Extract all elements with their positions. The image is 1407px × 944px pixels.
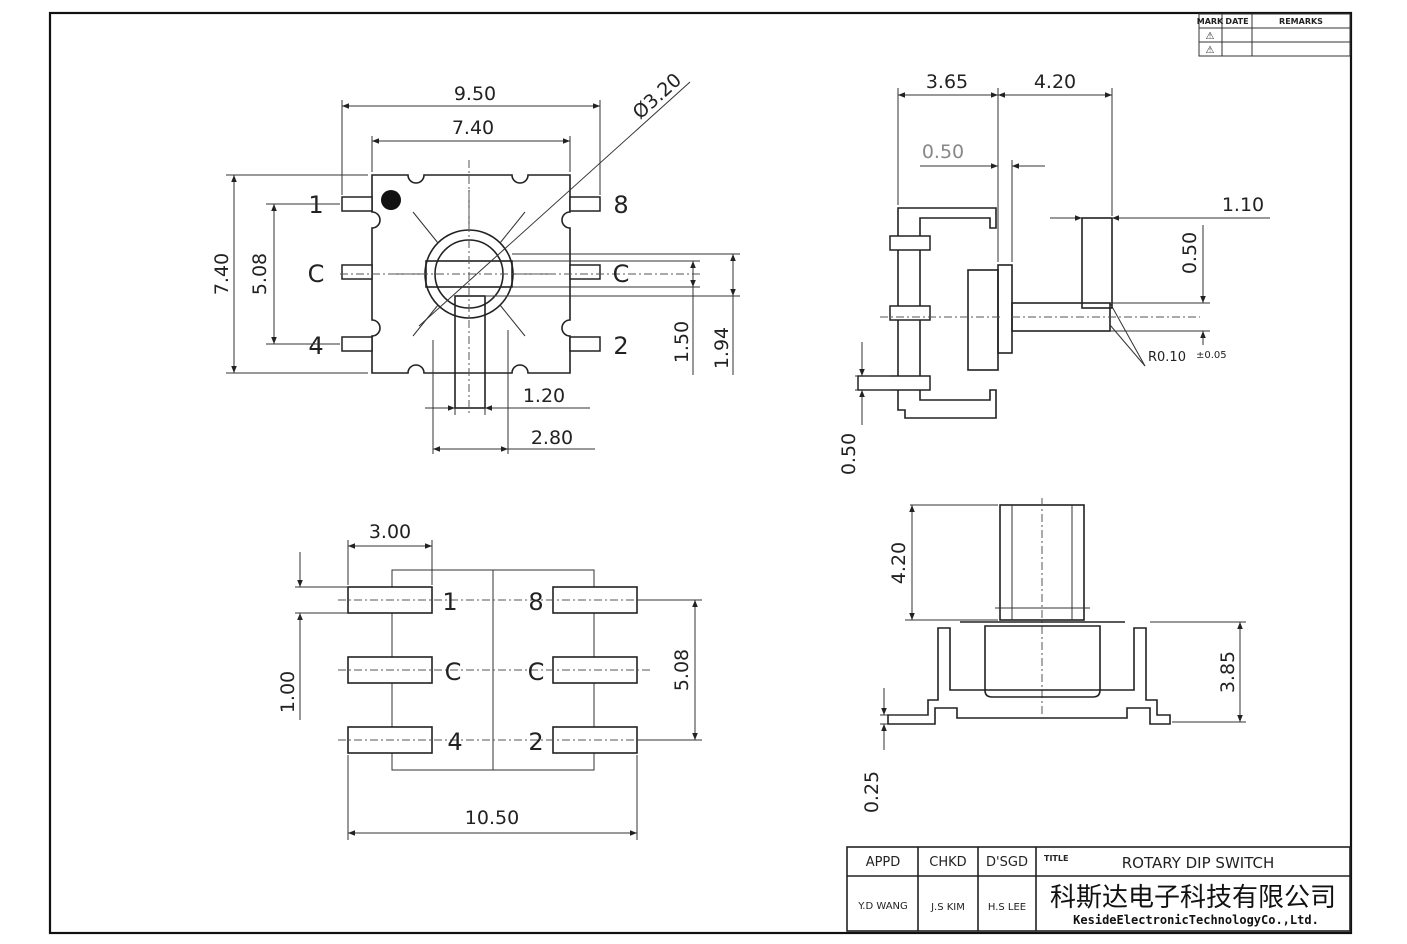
- top-pin-2-label: 2: [613, 332, 628, 360]
- top-pin-4-label: 4: [308, 332, 323, 360]
- side-dim-e: 0.50: [1179, 232, 1201, 274]
- fp-pin-8-label: 8: [528, 588, 543, 616]
- rev-date-header: DATE: [1225, 17, 1248, 26]
- fp-pin-c-right-label: C: [528, 658, 545, 686]
- front-view: 4.20 3.85 0.25: [861, 498, 1246, 813]
- company-name-cn: 科斯达电子科技有限公司: [1050, 883, 1336, 913]
- chkd-label: CHKD: [929, 855, 966, 870]
- front-dim-lead-thickness: 0.25: [861, 771, 883, 813]
- rev-mark-2-icon: ⚠: [1206, 45, 1215, 56]
- dim-overall-width: 9.50: [454, 83, 496, 105]
- rev-remarks-header: REMARKS: [1279, 17, 1323, 26]
- top-pin-8-label: 8: [613, 191, 628, 219]
- pin1-marker-dot: [381, 190, 401, 210]
- side-dim-radius: R0.10: [1148, 350, 1186, 365]
- side-dim-a: 3.65: [926, 71, 968, 93]
- rev-mark-1-icon: ⚠: [1206, 31, 1215, 42]
- dim-body-height: 7.40: [211, 253, 233, 295]
- dim-pin-pitch: 5.08: [249, 253, 271, 295]
- fp-dim-pad-height: 1.00: [277, 671, 299, 713]
- rev-mark-header: MARK: [1197, 17, 1224, 26]
- fp-pin-c-left-label: C: [445, 658, 462, 686]
- front-dim-body-height: 3.85: [1217, 651, 1239, 693]
- top-pin-1-label: 1: [308, 191, 323, 219]
- side-view: 3.65 4.20 0.50 1.10 0.50 R0.10 ±0.05 0.5…: [838, 71, 1270, 475]
- company-name-en: KesideElectronicTechnologyCo.,Ltd.: [1073, 913, 1319, 927]
- top-view: 1 C 4 8 C 2 9.50 7.40 Ø3.20 7.40 5.08: [211, 69, 740, 454]
- title-label: TITLE: [1044, 854, 1068, 863]
- dim-shaft-slot-2: 1.94: [711, 327, 733, 369]
- fp-pin-2-label: 2: [528, 728, 543, 756]
- revision-table: MARK DATE REMARKS ⚠ ⚠: [1197, 13, 1351, 57]
- side-dim-radius-tol: ±0.05: [1196, 350, 1227, 361]
- drawing-border: [48, 11, 1353, 935]
- side-dim-b: 4.20: [1034, 71, 1076, 93]
- footprint-view: 1 C 4 8 C 2 3.00 1.00 5.08 10.50: [277, 521, 702, 840]
- dim-shaft-slot-1: 1.50: [671, 321, 693, 363]
- title-block: APPD CHKD D'SGD TITLE ROTARY DIP SWITCH …: [846, 846, 1351, 932]
- dim-slot-width: 1.20: [523, 385, 565, 407]
- front-dim-shaft-height: 4.20: [888, 542, 910, 584]
- fp-dim-overall: 10.50: [465, 807, 519, 829]
- dim-body-width: 7.40: [452, 117, 494, 139]
- chkd-name: J.S KIM: [930, 902, 965, 913]
- appd-name: Y.D WANG: [857, 901, 908, 912]
- dim-knob-diameter: Ø3.20: [629, 69, 686, 124]
- appd-label: APPD: [866, 855, 901, 870]
- drawing-title: ROTARY DIP SWITCH: [1122, 854, 1274, 872]
- side-dim-f: 0.50: [838, 433, 860, 475]
- dim-slot-offset: 2.80: [531, 427, 573, 449]
- top-pin-c-left-label: C: [308, 260, 325, 288]
- fp-pin-4-label: 4: [447, 728, 462, 756]
- fp-pin-1-label: 1: [442, 588, 457, 616]
- dsgd-label: D'SGD: [986, 855, 1028, 870]
- top-pin-c-right-label: C: [613, 260, 630, 288]
- fp-dim-pad-length: 3.00: [369, 521, 411, 543]
- fp-dim-pitch: 5.08: [671, 649, 693, 691]
- dsgd-name: H.S LEE: [988, 902, 1026, 913]
- side-dim-c: 0.50: [922, 141, 964, 163]
- side-dim-d: 1.10: [1222, 194, 1264, 216]
